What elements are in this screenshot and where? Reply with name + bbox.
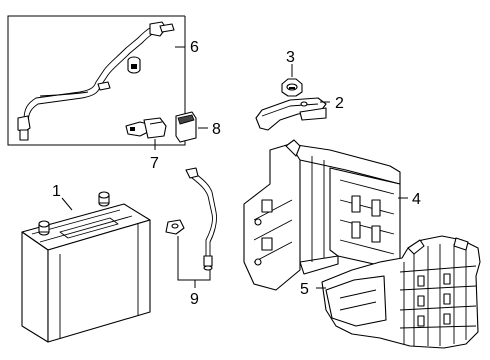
callout-1: 1 — [52, 183, 73, 211]
battery-part[interactable] — [21, 191, 151, 343]
callout-3: 3 — [286, 49, 295, 77]
callout-label-1: 1 — [52, 183, 61, 200]
callout-label-6: 6 — [190, 39, 199, 56]
callout-8: 8 — [198, 121, 221, 138]
hold-down-bracket-part[interactable] — [255, 97, 327, 131]
callout-6: 6 — [175, 39, 199, 56]
callout-label-7: 7 — [150, 155, 159, 172]
callout-2: 2 — [320, 95, 344, 112]
fuse-cover-part[interactable] — [175, 111, 197, 143]
callout-label-9: 9 — [190, 291, 199, 308]
positive-cable-part[interactable] — [17, 21, 175, 141]
callout-label-8: 8 — [212, 121, 221, 138]
terminal-clamp-part[interactable] — [125, 117, 167, 139]
callout-label-3: 3 — [286, 49, 295, 66]
callout-5: 5 — [300, 281, 326, 298]
callout-label-5: 5 — [300, 281, 309, 298]
callout-4: 4 — [398, 191, 421, 208]
nut-part[interactable] — [281, 78, 303, 97]
ground-cable-part[interactable] — [165, 167, 217, 271]
battery-box-lower-part[interactable] — [321, 235, 481, 349]
callout-label-4: 4 — [412, 191, 421, 208]
cable-group-frame — [7, 15, 186, 146]
callout-label-2: 2 — [335, 95, 344, 112]
callout-7: 7 — [150, 139, 159, 172]
callout-9: 9 — [177, 236, 211, 308]
battery-tray-part[interactable] — [243, 139, 401, 291]
